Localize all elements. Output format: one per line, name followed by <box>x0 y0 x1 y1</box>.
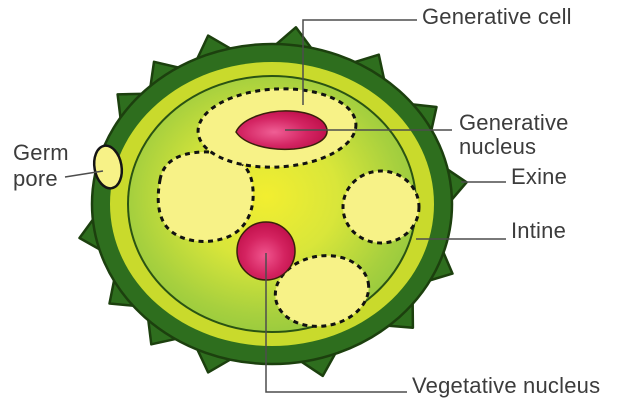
leader-line-vegetative-nucleus <box>265 253 407 393</box>
exine-spikes <box>78 26 468 378</box>
leader-line-generative-cell <box>302 19 417 105</box>
leader-line-germ-pore <box>64 170 104 178</box>
vacuole <box>273 254 371 328</box>
label-exine: Exine <box>511 164 568 189</box>
label-generative-cell: Generative cell <box>422 4 572 29</box>
label-germ-pore: Germ pore <box>13 140 69 191</box>
label-vegetative-nucleus: Vegetative nucleus <box>412 373 601 398</box>
label-intine: Intine <box>511 218 567 243</box>
vacuole <box>156 150 255 243</box>
vacuole <box>341 169 421 245</box>
label-generative-nucleus: Generative nucleus <box>459 110 569 159</box>
germ-pore-shape <box>92 144 124 190</box>
